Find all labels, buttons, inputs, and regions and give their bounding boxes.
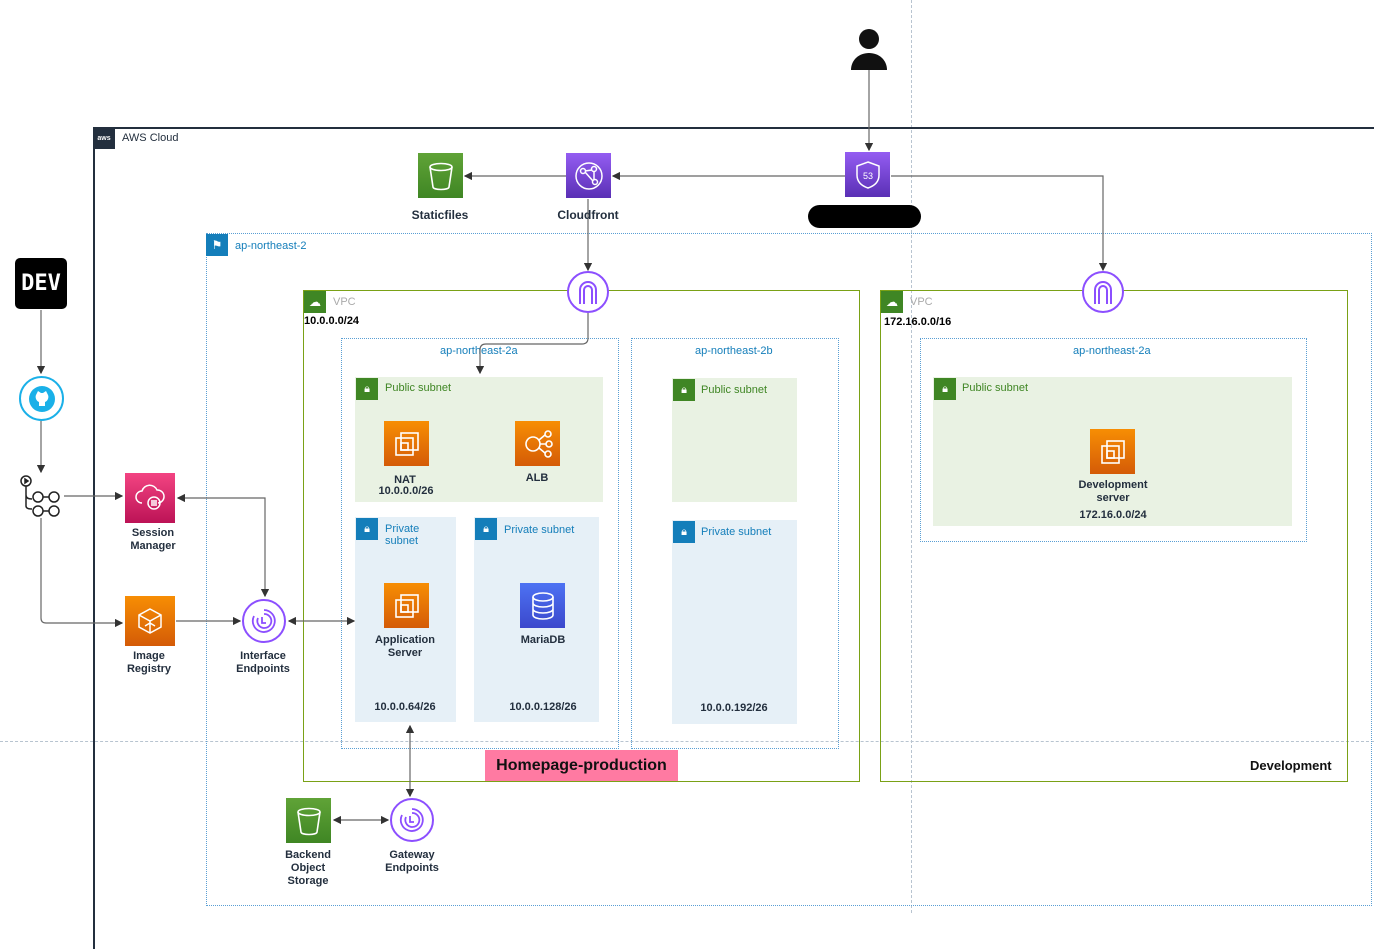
label-line: Object [290,862,326,874]
private-subnet-2b [672,520,797,724]
github-icon[interactable] [19,376,64,421]
lock-icon: 🔒︎ [356,378,378,400]
alb-icon[interactable] [515,421,560,466]
session-manager-icon[interactable] [125,473,175,523]
label-line: Gateway [389,849,435,861]
label-line: Private [385,523,420,535]
db-cidr: 10.0.0.128/26 [509,701,577,713]
dev-server-ec2-icon[interactable] [1090,429,1135,474]
mariadb-rds-icon[interactable] [520,583,565,628]
private-subnet-2b-label: Private subnet [701,526,772,538]
public-subnet-2b-label: Public subnet [701,384,768,396]
public-subnet-dev-label: Public subnet [962,382,1029,394]
igw-to-public-subnet [475,313,589,375]
route53-to-dev-igw [891,175,1108,272]
nat-ec2-icon[interactable] [384,421,429,466]
cloudfront-icon[interactable] [566,153,611,198]
lock-icon: 🔒︎ [673,521,695,543]
label-line: server [1096,492,1130,504]
aws-logo-icon: aws [93,127,115,149]
label-line: Server [387,647,423,659]
interface-endpoint-icon[interactable] [242,599,286,643]
private-subnet-db-label: Private subnet [504,524,575,536]
label-line: subnet [385,535,419,547]
app-server-ec2-icon[interactable] [384,583,429,628]
redaction-mark [808,205,921,228]
label-line: Image [133,650,165,662]
aws-cloud-label: AWS Cloud [122,132,179,144]
internet-gateway-dev-icon[interactable] [1082,271,1124,313]
endpoint-session-manager [176,493,270,598]
lock-icon: 🔒︎ [673,379,695,401]
vpc-dev-cidr: 172.16.0.0/16 [884,316,952,328]
region-flag-icon: ⚑ [206,234,228,256]
region-label: ap-northeast-2 [235,240,307,252]
staticfiles-label: Staticfiles [411,208,469,222]
svg-text:53: 53 [862,171,872,181]
label-line: Development [1078,479,1148,491]
mariadb-label: MariaDB [520,634,566,646]
lock-icon: 🔒︎ [356,518,378,540]
staticfiles-s3-icon[interactable] [418,153,463,198]
az-2a-label: ap-northeast-2a [440,345,518,357]
label-line: Application [375,634,435,646]
vpc-dev-label: VPC [910,296,933,308]
nat-cidr: 10.0.0.0/26 [378,485,434,497]
development-tag: Development [1250,758,1332,773]
dev-server-cidr: 172.16.0.0/24 [1079,509,1147,521]
label-line: Manager [130,540,176,552]
gateway-endpoint-icon[interactable] [390,798,434,842]
image-registry-icon[interactable] [125,596,175,646]
actions-to-image-registry [40,518,124,628]
backend-s3-icon[interactable] [286,798,331,843]
lock-icon: 🔒︎ [934,378,956,400]
internet-gateway-icon[interactable] [567,271,609,313]
vpc-cloud-icon: ☁ [881,291,903,313]
user-person-icon [850,28,888,72]
az-2b-label: ap-northeast-2b [695,345,773,357]
vpc-prod-cidr: 10.0.0.0/24 [304,315,360,327]
label-line: Endpoints [236,663,290,675]
az-dev-label: ap-northeast-2a [1073,345,1151,357]
app-cidr: 10.0.0.64/26 [374,701,436,713]
label-line: Registry [126,663,172,675]
private-2b-cidr: 10.0.0.192/26 [700,702,768,714]
connector-lines [36,70,1108,825]
label-line: Interface [240,650,286,662]
cloudfront-label: Cloudfront [557,208,619,222]
az-2a-prod [341,338,619,749]
guide-line-vertical [911,0,912,913]
vpc-cloud-icon: ☁ [304,291,326,313]
az-2a-dev [920,338,1307,542]
production-tag: Homepage-production [485,750,678,781]
git-actions-icon[interactable] [19,473,65,519]
lock-icon: 🔒︎ [475,518,497,540]
guide-line-horizontal [0,741,1374,742]
public-subnet-2a-label: Public subnet [385,382,452,394]
nat-label: NAT [394,474,416,486]
label-line: Storage [287,875,329,887]
vpc-prod-label: VPC [333,296,356,308]
label-line: Endpoints [385,862,439,874]
az-2b-prod [631,338,839,749]
route53-icon[interactable]: 53 [845,152,890,197]
aws-cloud-group [93,127,1374,949]
label-line: Backend [285,849,331,861]
dev-logo: DEV [15,258,67,309]
label-line: Session [131,527,175,539]
alb-label: ALB [525,472,549,484]
